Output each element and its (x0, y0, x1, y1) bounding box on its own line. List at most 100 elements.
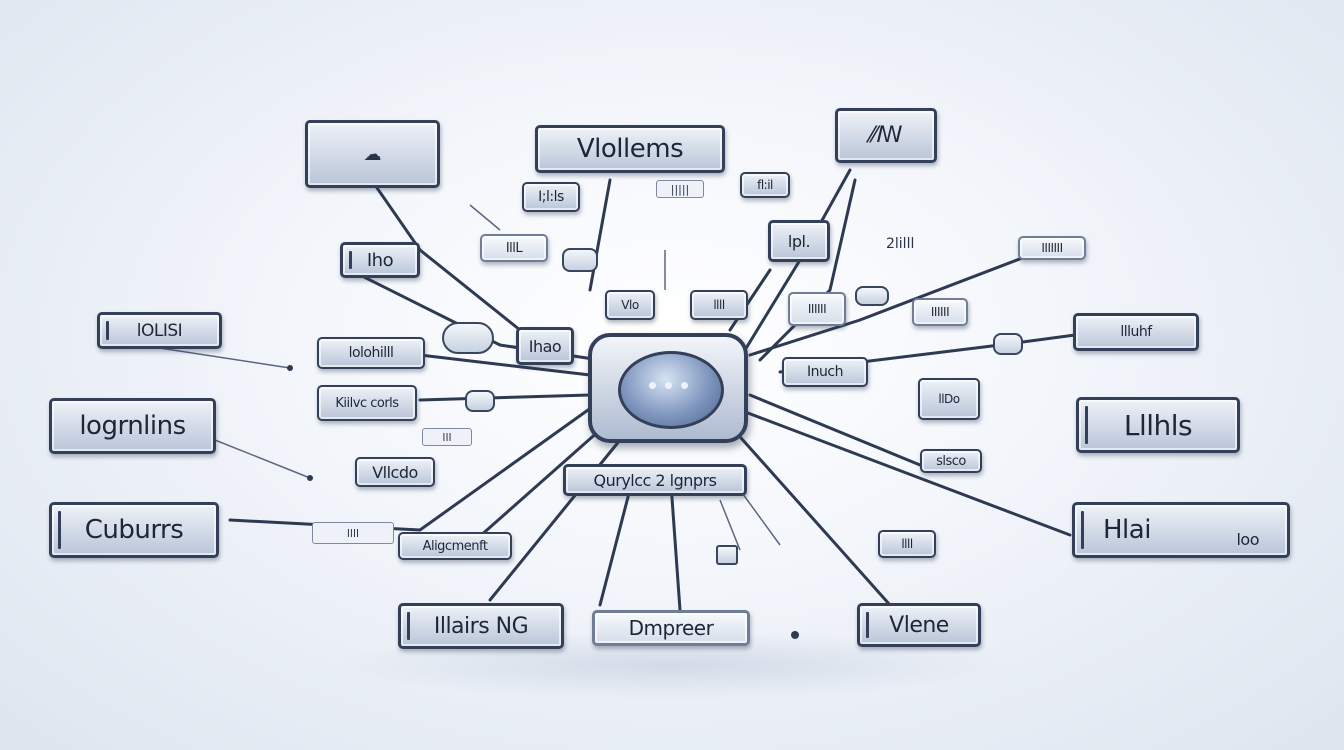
box-ipad-label: Ihao (528, 336, 562, 356)
wire (469, 204, 501, 231)
box-vlecdo[interactable]: Vllcdo (355, 457, 435, 487)
box-slsco[interactable]: slsco (920, 449, 982, 473)
box-ognins-label: logrnlins (79, 411, 186, 441)
box-ilfvh-label: llluhf (1120, 324, 1152, 340)
check-icon: ⁄⁄ꟿ (869, 123, 903, 148)
top-right-icon-box[interactable]: ⁄⁄ꟿ (835, 108, 937, 163)
small-square (716, 545, 738, 565)
wire (738, 408, 1072, 537)
wire (748, 393, 922, 467)
pin-dot (307, 475, 313, 481)
right-small-box-3[interactable]: IIIIII (912, 298, 968, 326)
box-vlo[interactable]: Vlo (605, 290, 655, 320)
hub-dot (665, 382, 672, 389)
box-kikvc-label: Kiilvc corls (335, 395, 399, 411)
box-agrement[interactable]: Aligcmenft (398, 532, 512, 560)
bar-mark (106, 321, 109, 340)
box-agrement-label: Aligcmenft (422, 538, 488, 554)
box-dmpreer-label: Dmpreer (628, 616, 714, 640)
box-pl-label: lpl. (787, 231, 811, 251)
bar-mark (58, 511, 61, 549)
top-left-screen[interactable]: ☁ (305, 120, 440, 188)
wire (728, 268, 772, 332)
box-left-2-label: lolohilll (348, 345, 394, 361)
box-dmpreer[interactable]: Dmpreer (592, 610, 750, 646)
box-cuburs[interactable]: Cuburrs (49, 502, 219, 558)
box-inuch[interactable]: Inuch (782, 357, 868, 387)
hub-dot (649, 382, 656, 389)
connector-knob (855, 286, 889, 306)
box-illl-label: IllL (505, 240, 523, 256)
right-small-box-3-label: IIIIII (930, 305, 950, 319)
bar-mark (866, 612, 869, 638)
box-inuch-label: Inuch (807, 364, 843, 380)
wire (214, 439, 311, 479)
bar-mark (349, 251, 352, 269)
box-query-label: Qurylcc 2 lgnprs (593, 470, 717, 490)
box-ilairs-label: Illairs NG (433, 613, 529, 639)
bar-mark (407, 612, 410, 640)
small-box-3-label: fl:il (757, 178, 773, 192)
small-tag-2: ||||| (656, 180, 704, 198)
box-hub-b-label: llll (713, 298, 725, 312)
right-small-box-2-label: IIIIII (807, 302, 827, 316)
box-ipad[interactable]: Ihao (516, 327, 574, 365)
wire (373, 183, 522, 332)
box-query[interactable]: Qurylcc 2 lgnprs (563, 464, 747, 496)
small-tag-left-label: lll (442, 430, 452, 444)
box-lllhis[interactable]: Lllhls (1076, 397, 1240, 453)
wire (723, 418, 892, 607)
box-viene[interactable]: Vlene (857, 603, 981, 647)
right-small-box-2[interactable]: IIIIII (788, 292, 846, 326)
box-rii-small[interactable]: llDo (918, 378, 980, 420)
toggle-knob[interactable] (562, 248, 598, 272)
bar-mark (1085, 406, 1088, 444)
striped-tag: llll (312, 522, 394, 544)
wire (228, 403, 597, 532)
wire (468, 428, 602, 547)
wire (418, 393, 592, 402)
note-text: 2lilll (886, 236, 915, 252)
box-right-tiny[interactable]: llll (878, 530, 936, 558)
box-viene-label: Vlene (889, 612, 949, 638)
small-box-3[interactable]: fl:il (740, 172, 790, 198)
volumes-box[interactable]: Vlollems (535, 125, 725, 173)
cloud-icon: ☁ (363, 143, 382, 165)
connector-knob-3 (993, 333, 1023, 355)
box-ilairs[interactable]: Illairs NG (398, 603, 564, 649)
box-hlai-label: Hlai (1103, 515, 1151, 545)
box-iho-label: Iho (366, 249, 394, 271)
wire (739, 489, 781, 546)
wire (758, 178, 857, 362)
box-ldst[interactable]: lOLISI (97, 312, 222, 349)
pin-dot (287, 365, 293, 371)
box-cuburs-label: Cuburrs (84, 515, 184, 545)
box-rii-small-label: llDo (938, 392, 960, 406)
box-ognins[interactable]: logrnlins (49, 398, 216, 454)
box-ilfvh[interactable]: llluhf (1073, 313, 1199, 351)
central-hub[interactable] (588, 333, 748, 443)
wire (418, 353, 592, 377)
wire (719, 499, 741, 551)
bar-mark (1081, 511, 1084, 549)
box-left-2[interactable]: lolohilll (317, 337, 425, 369)
box-lllhis-label: Lllhls (1123, 408, 1193, 442)
box-pl[interactable]: lpl. (768, 220, 830, 262)
connector-knob-2 (465, 390, 495, 412)
hub-dot (681, 382, 688, 389)
box-hlai[interactable]: Hlai loo (1072, 502, 1290, 558)
box-illl[interactable]: IllL (480, 234, 548, 262)
box-hlai-sub: loo (1236, 530, 1259, 549)
small-tag-2-label: ||||| (670, 182, 690, 196)
box-vlecdo-label: Vllcdo (372, 462, 418, 482)
box-slsco-label: slsco (936, 453, 966, 469)
box-ldst-label: lOLISI (136, 320, 183, 341)
right-small-box-1[interactable]: IIIIIII (1018, 236, 1086, 260)
box-iho[interactable]: Iho (340, 242, 420, 278)
box-kikvc[interactable]: Kiilvc corls (317, 385, 417, 421)
small-box-1[interactable]: I;l:ls (522, 182, 580, 212)
box-hub-b[interactable]: llll (690, 290, 748, 320)
volumes-label: Vlollems (576, 134, 684, 164)
pill-connector (442, 322, 494, 354)
striped-tag-label: llll (346, 526, 360, 540)
